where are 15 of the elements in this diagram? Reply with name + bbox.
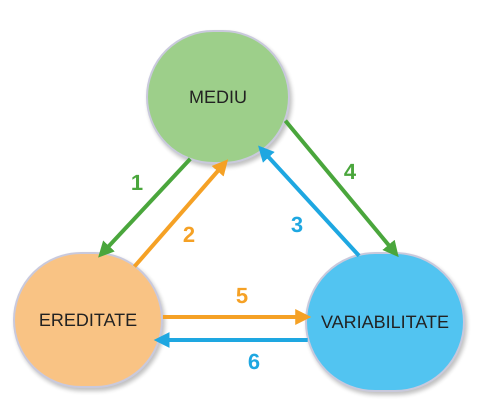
edge-label: 1	[130, 172, 144, 194]
arrow	[132, 159, 228, 268]
arrow	[258, 146, 361, 258]
arrow	[98, 157, 192, 258]
edge-label: 6	[248, 351, 260, 373]
arrow	[284, 119, 399, 258]
edge-label: 3	[290, 214, 304, 236]
node-label: MEDIU	[189, 86, 247, 108]
edge-label: 5	[236, 285, 248, 307]
node-label: EREDITATE	[38, 308, 138, 332]
edge-label: 4	[344, 161, 356, 183]
edge-label: 2	[182, 224, 196, 246]
arrow	[154, 332, 308, 348]
node-label: VARIABILITATE	[320, 310, 450, 334]
arrow	[162, 309, 312, 325]
